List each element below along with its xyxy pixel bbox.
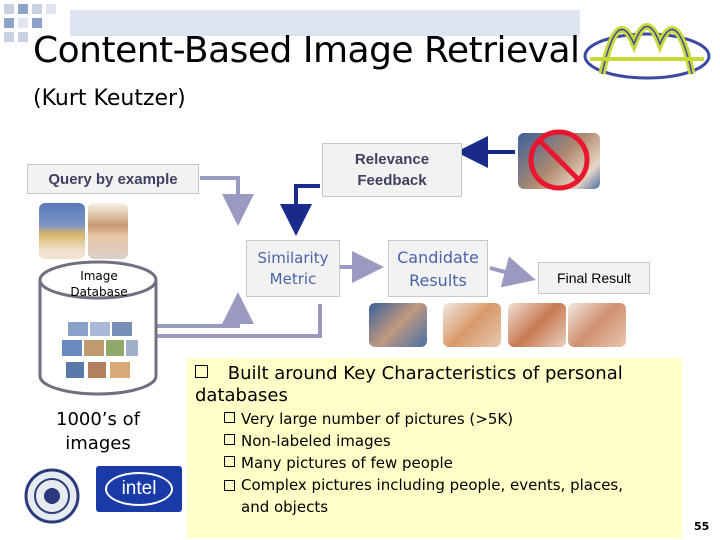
query-photo-1 xyxy=(39,203,85,259)
decor-square xyxy=(32,4,42,14)
sub-bullet-text: Complex pictures including people, event… xyxy=(241,476,624,516)
image-database-label: Image Database xyxy=(70,269,128,299)
university-seal-icon xyxy=(24,468,80,524)
header-bar xyxy=(70,10,580,36)
thumbnail xyxy=(66,362,84,378)
sub-bullet: Very large number of pictures (>5K) xyxy=(224,408,654,430)
page-number: 55 xyxy=(694,520,710,533)
query-photo-2 xyxy=(88,203,128,259)
intel-logo-text: intel xyxy=(105,472,173,506)
sub-bullet-list: Very large number of pictures (>5K) Non-… xyxy=(224,408,654,518)
main-bullet-text: Built around Key Characteristics of pers… xyxy=(195,363,623,406)
main-bullet: Built around Key Characteristics of pers… xyxy=(195,363,675,407)
intel-logo: intel xyxy=(96,466,182,512)
sub-bullet: Non-labeled images xyxy=(224,430,654,452)
bullet-box-icon xyxy=(224,456,235,467)
page-subtitle: (Kurt Keutzer) xyxy=(33,86,186,111)
decor-square xyxy=(32,18,42,28)
candidate-photo xyxy=(443,303,501,347)
bullet-box-icon xyxy=(224,412,235,423)
decor-square xyxy=(18,18,28,28)
thumbnail xyxy=(84,340,104,356)
images-count-label: 1000’s of images xyxy=(56,409,140,454)
decor-square xyxy=(46,4,56,14)
thumbnail xyxy=(126,340,138,356)
sub-bullet: Complex pictures including people, event… xyxy=(224,474,654,518)
query-by-example-label: Query by example xyxy=(27,164,199,194)
page-title: Content-Based Image Retrieval xyxy=(33,30,580,71)
final-result-photo xyxy=(568,303,626,347)
candidate-results-box: Candidate Results xyxy=(388,240,488,297)
bullet-box-icon xyxy=(195,365,208,378)
thumbnail xyxy=(112,322,132,336)
thumbnail xyxy=(88,362,106,378)
bridge-logo xyxy=(583,23,711,80)
decor-square xyxy=(4,32,14,42)
thumbnail xyxy=(106,340,124,356)
candidate-photo xyxy=(369,303,427,347)
final-result-box: Final Result xyxy=(538,262,650,294)
no-sign-icon xyxy=(528,129,590,191)
sub-bullet-text: Many pictures of few people xyxy=(241,454,453,472)
decor-square xyxy=(18,32,28,42)
bullet-box-icon xyxy=(224,434,235,445)
sub-bullet: Many pictures of few people xyxy=(224,452,654,474)
decor-square xyxy=(4,4,14,14)
thumbnail xyxy=(68,322,88,336)
relevance-feedback-box: Relevance Feedback xyxy=(322,143,462,197)
candidate-photo xyxy=(508,303,566,347)
thumbnail xyxy=(62,340,82,356)
thumbnail xyxy=(90,322,110,336)
similarity-metric-box: Similarity Metric xyxy=(246,240,340,297)
decor-square xyxy=(18,4,28,14)
sub-bullet-text: Very large number of pictures (>5K) xyxy=(241,410,514,428)
thumbnail xyxy=(110,362,130,378)
bullet-box-icon xyxy=(224,480,235,491)
decor-square xyxy=(4,18,14,28)
database-thumbnails xyxy=(62,320,138,386)
characteristics-panel xyxy=(187,358,682,538)
sub-bullet-text: Non-labeled images xyxy=(241,432,391,450)
